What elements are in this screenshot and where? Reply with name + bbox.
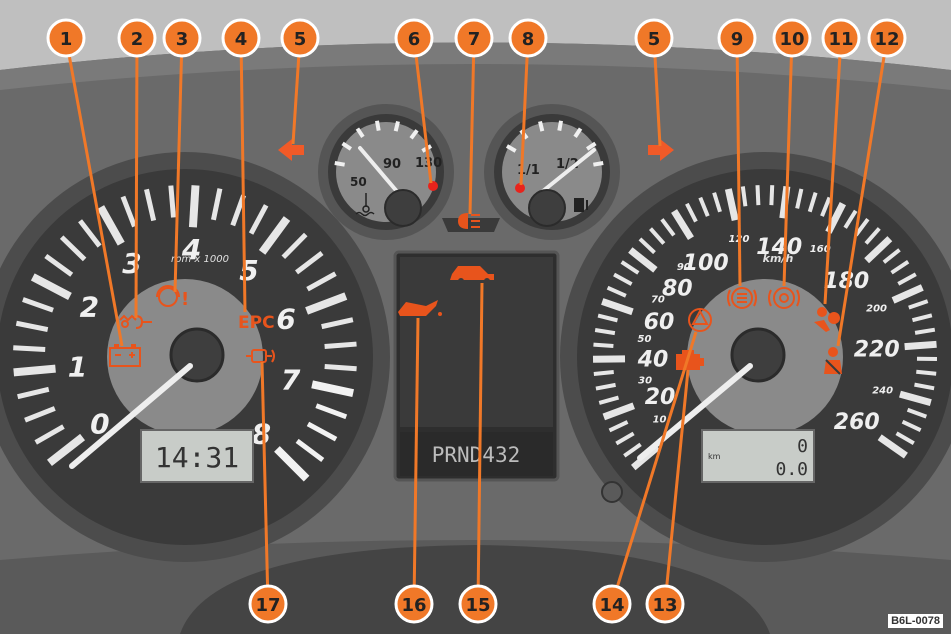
center-display: PRND432 <box>395 252 558 480</box>
speedometer-minor-label: 200 <box>866 304 887 315</box>
gauge-tick <box>559 121 561 131</box>
callout-number: 5 <box>648 29 661 50</box>
tachometer-scale-label: 5 <box>239 254 258 287</box>
speedometer-minor-label: 50 <box>638 334 652 345</box>
gauge-tick <box>335 163 345 165</box>
fuel-needle-hub <box>529 190 565 226</box>
callout-number: 2 <box>131 29 144 50</box>
speedometer-major-label: 20 <box>645 385 676 410</box>
speedometer-major-label: 100 <box>683 251 729 276</box>
tachometer-scale-label: 1 <box>68 351 87 384</box>
tachometer-scale-label: 2 <box>80 291 99 324</box>
gear-selector-text: PRND432 <box>432 443 521 467</box>
callout-number: 10 <box>779 29 804 50</box>
gauge-tick <box>593 163 603 165</box>
tachometer-tick <box>171 186 174 218</box>
tachometer-tick <box>14 369 56 373</box>
callout-number: 13 <box>652 595 677 616</box>
coolant-label-90: 90 <box>383 157 401 172</box>
speedometer-tick <box>743 186 746 206</box>
gauge-tick <box>540 121 542 131</box>
callout-number: 8 <box>522 29 535 50</box>
speedometer-major-label: 220 <box>854 338 900 363</box>
callout-number: 17 <box>255 595 280 616</box>
callout-leader <box>136 38 137 318</box>
callout-number: 6 <box>408 29 421 50</box>
tachometer-scale-label: 6 <box>276 303 295 336</box>
speedometer-tick <box>757 185 758 205</box>
clock-time: 14:31 <box>155 441 239 474</box>
speedometer-major-label: 60 <box>644 310 675 335</box>
callout-number: 9 <box>731 29 744 50</box>
fuel-gauge: 1/1 1/2 <box>484 104 620 240</box>
tachometer-unit-label: rpm x 1000 <box>171 254 229 265</box>
callout-number: 1 <box>60 29 73 50</box>
speedometer-minor-label: 240 <box>872 385 893 396</box>
callout-number: 3 <box>176 29 189 50</box>
tachometer-tick <box>325 367 357 369</box>
figure-reference-code: B6L-0078 <box>888 614 943 628</box>
trip-value-top: 0 <box>797 436 808 457</box>
gauge-tick <box>396 121 398 131</box>
callout-number: 11 <box>828 29 853 50</box>
tachometer-tick <box>325 344 357 346</box>
tachometer-scale-label: 8 <box>252 417 271 450</box>
coolant-label-50: 50 <box>350 175 367 189</box>
coolant-needle-hub <box>385 190 421 226</box>
speedometer-tick <box>916 372 936 374</box>
coolant-gauge: 50 90 130 <box>318 104 454 240</box>
odometer-unit: km <box>708 452 721 461</box>
epc-indicator: EPC <box>238 313 275 333</box>
callout-number: 14 <box>599 595 624 616</box>
tachometer-scale-label: 3 <box>122 247 141 280</box>
speedometer-major-label: 40 <box>637 348 669 373</box>
speedometer-tick <box>771 185 772 205</box>
callout-number: 7 <box>468 29 481 50</box>
center-display-screen <box>400 257 553 427</box>
tachometer-tick <box>13 348 45 350</box>
callout-number: 12 <box>874 29 899 50</box>
speedometer-tick <box>593 345 613 346</box>
callout-number: 15 <box>465 595 490 616</box>
speedometer-major-label: 80 <box>662 276 693 301</box>
tachometer-scale-label: 7 <box>281 364 301 397</box>
gauge-tick <box>377 121 379 131</box>
trip-value-bottom: 0.0 <box>775 459 808 480</box>
speedometer-tick <box>594 372 614 374</box>
speedometer-major-label: 260 <box>834 410 880 435</box>
speedometer-tick <box>905 344 937 346</box>
speedometer-unit-label: km/h <box>763 252 794 265</box>
callout-number: 4 <box>235 29 248 50</box>
speedometer: 1020304050607080901001201401601802002202… <box>560 152 951 562</box>
callout-number: 5 <box>294 29 307 50</box>
speedometer-minor-label: 30 <box>638 375 652 386</box>
trip-reset-knob[interactable] <box>602 482 622 502</box>
svg-text:!: ! <box>181 289 189 310</box>
callout-number: 16 <box>401 595 426 616</box>
speedometer-minor-label: 10 <box>653 414 667 425</box>
tachometer-tick <box>193 185 196 227</box>
